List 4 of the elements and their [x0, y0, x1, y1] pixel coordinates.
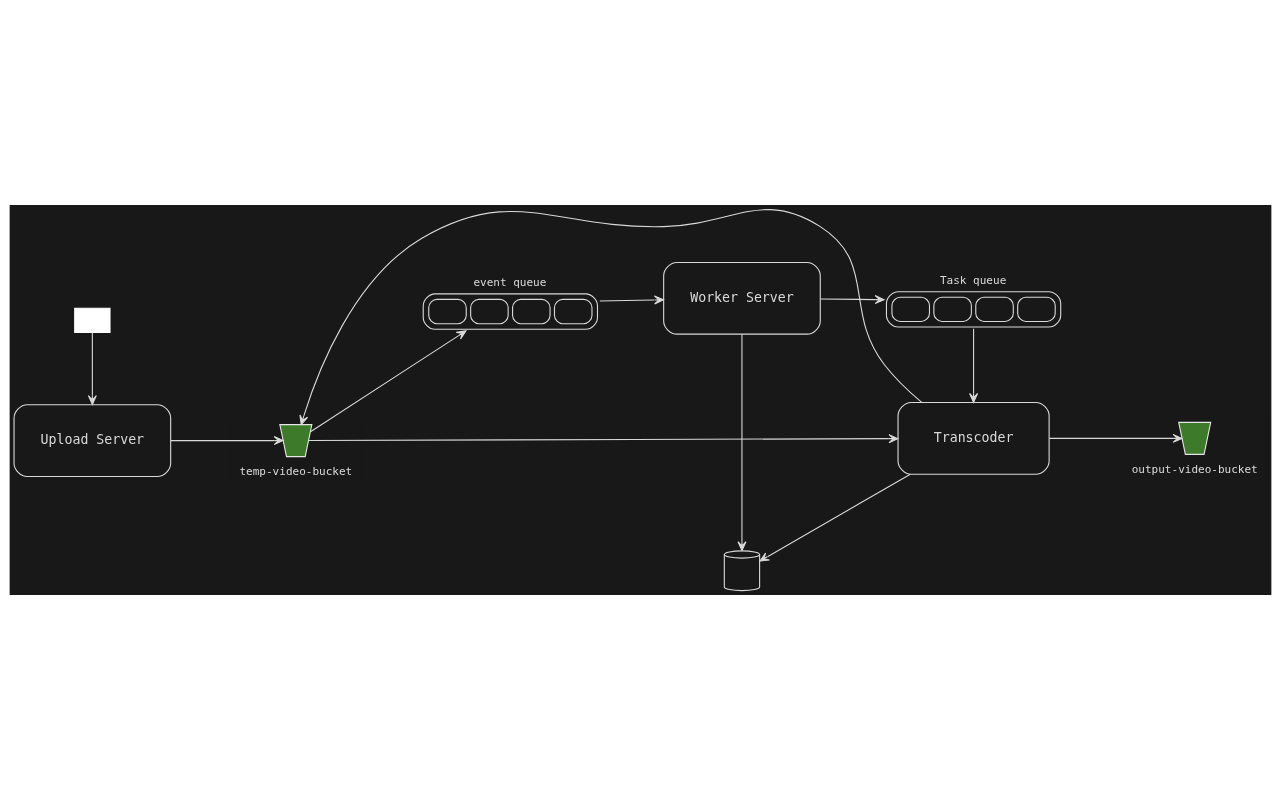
- node-label: temp-video-bucket: [238, 464, 352, 478]
- node-label: Task queue: [939, 273, 1006, 287]
- node-label: event queue: [472, 276, 546, 290]
- node-label: output-video-bucket: [1131, 462, 1258, 476]
